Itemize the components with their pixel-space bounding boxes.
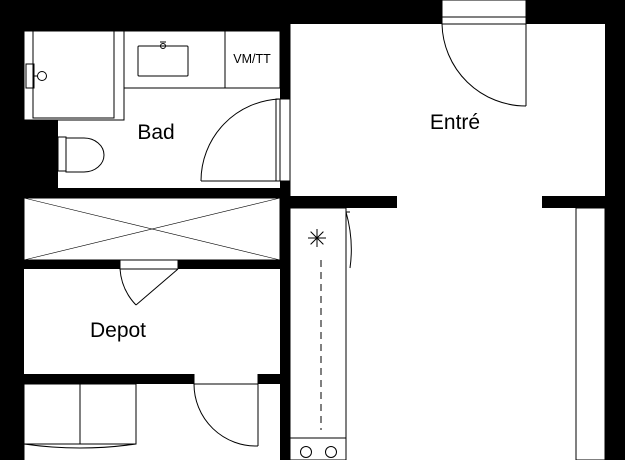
lower-room-fixtures — [23, 374, 259, 460]
depot-wall-bottom — [24, 374, 194, 384]
bath-cabinet-left — [23, 30, 125, 121]
shower-icon — [25, 63, 47, 89]
washbasin-icon — [137, 41, 189, 77]
bath-wall-right — [280, 31, 290, 99]
right-partition — [575, 207, 606, 460]
depot-wall-bottom-right — [258, 374, 280, 384]
door-icon — [119, 260, 179, 306]
closet — [23, 197, 281, 261]
room-label-bad: Bad — [137, 121, 174, 144]
kitchen — [289, 207, 352, 460]
fan-icon — [308, 229, 326, 247]
fixture-label-vm-tt: VM/TT — [233, 52, 271, 66]
outer-wall-right — [605, 0, 625, 460]
bath-wall-lower-left — [24, 120, 58, 197]
outer-wall-left — [0, 0, 24, 460]
fixtures — [23, 0, 606, 460]
closet-wall-bottom-right — [178, 260, 280, 269]
room-label-entre: Entré — [430, 111, 480, 134]
outer-wall-top-left — [0, 0, 290, 31]
bath-counter — [123, 30, 226, 89]
central-wall — [280, 198, 290, 460]
labels: Bad Entré Depot VM/TT — [90, 52, 480, 342]
closet-wall-bottom — [24, 260, 120, 269]
entre-wall-bottom-right — [542, 196, 605, 208]
kitchen-counter — [289, 207, 347, 460]
room-label-depot: Depot — [90, 319, 146, 342]
bath-cabinet-left-inner — [32, 30, 115, 119]
central-wall-upper — [280, 181, 290, 198]
outer-wall-top-right — [290, 0, 442, 24]
bath-wall-bottom — [24, 188, 290, 198]
door-icon — [441, 0, 527, 107]
stove-icon — [300, 446, 337, 458]
toilet-icon — [57, 136, 105, 173]
entre-wall-bottom-left — [290, 196, 397, 208]
door-icon — [200, 98, 291, 182]
